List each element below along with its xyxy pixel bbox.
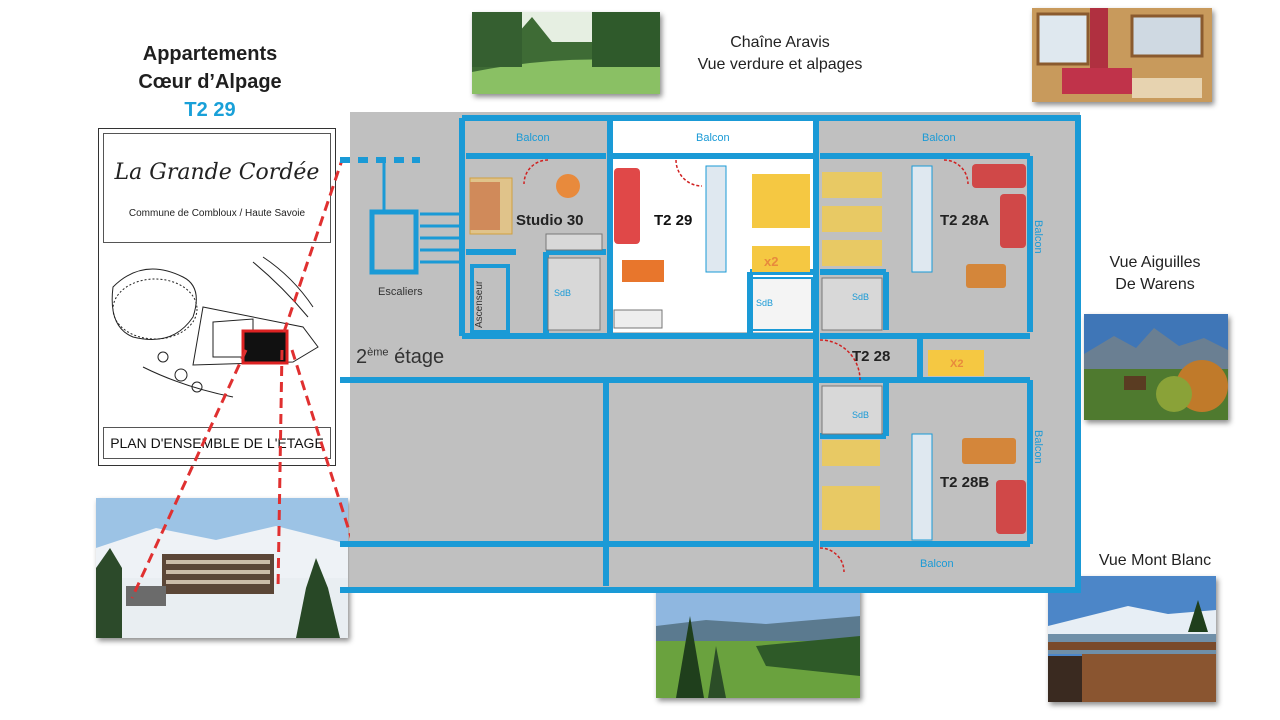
stairs-label: Escaliers <box>378 286 423 298</box>
title-unit: T2 29 <box>184 99 236 121</box>
t229-bed <box>752 174 810 228</box>
lift-label: Ascenseur <box>474 280 485 328</box>
title-line1: Appartements <box>142 43 278 65</box>
photo-interior <box>1032 8 1212 102</box>
t229-kitchen <box>613 309 663 329</box>
balcon-label-t228a: Balcon <box>922 132 956 144</box>
studio30-label: Studio 30 <box>516 212 584 229</box>
sdb-label-t228b: SdB <box>852 410 870 420</box>
t228a-label: T2 28A <box>940 212 990 229</box>
studio30-bed-cover <box>470 182 500 230</box>
caption-aiguilles-line2: De Warens <box>1115 276 1195 293</box>
balcon-label-right-b: Balcon <box>1032 430 1044 464</box>
t228a-bed-3 <box>822 240 882 266</box>
caption-aiguilles-line1: Vue Aiguilles <box>1109 254 1201 271</box>
sdb-label-t228a: SdB <box>852 292 870 302</box>
stairs-block <box>369 160 460 275</box>
site-sketch <box>111 256 319 398</box>
commune-text: Commune de Combloux / Haute Savoie <box>128 208 306 219</box>
floor-area <box>350 112 1080 590</box>
t228a-table <box>966 264 1006 288</box>
caption-aravis-line1: Chaîne Aravis <box>730 34 830 51</box>
caption-aravis-line2: Vue verdure et alpages <box>697 56 863 73</box>
balcon-label-t229: Balcon <box>696 132 730 144</box>
balcon-label-bottom: Balcon <box>920 558 954 570</box>
t228b-bed-1 <box>822 440 880 466</box>
floor-overview-card: La Grande Cordée Commune de Combloux / H… <box>98 128 336 466</box>
floor-number: 2 <box>356 346 368 368</box>
t228b-closet <box>911 433 933 541</box>
t229-table <box>622 260 664 282</box>
card-footer: PLAN D'ENSEMBLE DE L'ETAGE <box>103 427 331 459</box>
floor-sup: ème <box>367 346 389 359</box>
walls <box>350 115 1081 593</box>
t228b-bed-2 <box>822 486 880 530</box>
t229-closet <box>705 165 727 273</box>
photo-aravis <box>472 12 660 94</box>
studio30-table <box>556 174 580 198</box>
t228a-bed-1 <box>822 172 882 198</box>
page-title: Appartements Cœur d’Alpage T2 29 <box>120 40 300 124</box>
t228a-sofa-top <box>972 164 1026 188</box>
sdb-label-studio30: SdB <box>554 288 572 298</box>
sdb-label-t229: SdB <box>756 298 774 308</box>
t228a-closet <box>911 165 933 273</box>
building-highlight <box>241 329 289 365</box>
balcon-label-studio30: Balcon <box>516 132 550 144</box>
floor-word: étage <box>394 346 445 368</box>
t229-label: T2 29 <box>654 212 693 229</box>
wall-continuations <box>340 157 420 593</box>
t228a-sofa-side <box>1000 194 1026 248</box>
studio30-kitchen <box>545 233 603 251</box>
door-swings <box>523 159 969 573</box>
title-line2: Cœur d’Alpage <box>138 71 282 93</box>
caption-aiguilles: Vue Aiguilles De Warens <box>1090 252 1220 296</box>
balcon-label-right-a: Balcon <box>1032 220 1044 254</box>
floor-label: 2ème étage <box>356 346 444 369</box>
t228b-sofa <box>996 480 1026 534</box>
photo-aiguilles <box>1084 314 1228 420</box>
t228a-bathroom <box>821 277 883 331</box>
caption-montblanc: Vue Mont Blanc <box>1098 552 1212 569</box>
studio30-bed <box>469 177 513 235</box>
t228-label: T2 28 <box>852 348 891 365</box>
t228-x2-label: X2 <box>950 358 964 370</box>
t228b-label: T2 28B <box>940 474 990 491</box>
photo-building <box>96 498 348 638</box>
photo-meadow <box>656 586 860 698</box>
t229-x2-label: x2 <box>764 254 779 269</box>
t229-bunk <box>752 246 810 272</box>
t228b-table <box>962 438 1016 464</box>
t229-highlight <box>612 120 816 332</box>
t228a-bed-2 <box>822 206 882 232</box>
brand-name: La Grande Cordée <box>114 160 320 185</box>
t229-sofa <box>614 168 640 244</box>
caption-aravis: Chaîne Aravis Vue verdure et alpages <box>680 32 880 76</box>
photo-montblanc <box>1048 576 1216 702</box>
card-header: La Grande Cordée Commune de Combloux / H… <box>103 133 331 243</box>
